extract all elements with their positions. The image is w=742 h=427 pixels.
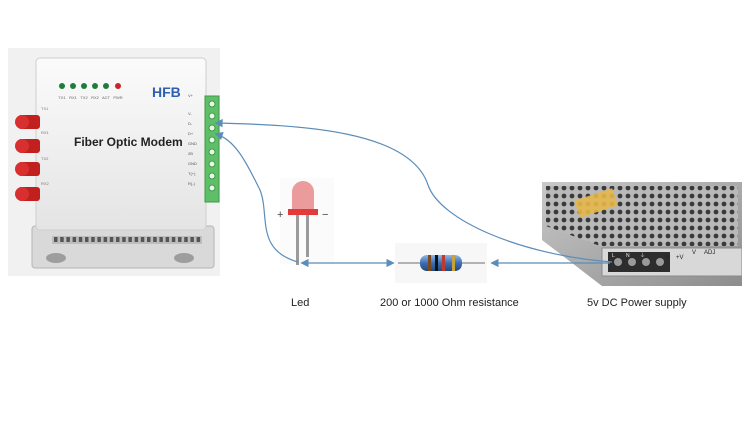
vent-slot	[134, 237, 139, 242]
port-label-tx2: TX2	[41, 156, 49, 161]
power-supply: L N ⏚ -V +V V ADJ	[542, 182, 742, 286]
terminal-label-d-plus: D+	[188, 131, 194, 136]
resistor-component	[395, 243, 487, 283]
modem-title: Fiber Optic Modem	[74, 135, 183, 149]
vent-slot	[190, 237, 194, 242]
psu-label-plus-v: +V	[676, 255, 684, 261]
terminal-label-2b: 2B	[188, 151, 193, 156]
led-label-pwr: PWR	[113, 95, 122, 100]
led-label-tx1: TX1	[58, 95, 66, 100]
vent-slot	[78, 237, 83, 242]
vent-slot	[60, 237, 64, 242]
wire-psu-to-modem-minus	[214, 118, 613, 263]
vent-slot	[85, 237, 89, 242]
vent-slot	[116, 237, 120, 242]
wire-led-to-modem-plus	[214, 132, 299, 263]
vent-slot	[178, 237, 182, 242]
vent-slot	[159, 237, 163, 242]
fiber-optic-modem: TX1 RX1 TX2 RX2 ACT PWR HFB Fiber Optic …	[8, 48, 220, 276]
psu-label-l: L	[612, 253, 615, 259]
caption-power-supply: 5v DC Power supply	[587, 297, 687, 309]
vent-slot	[140, 237, 145, 242]
terminal-label-gnd: GND	[188, 141, 197, 146]
psu-label-n: N	[626, 253, 630, 259]
terminal-label-r-minus: R(-)	[188, 181, 196, 186]
vent-slot	[91, 237, 95, 242]
led-minus-sign: −	[322, 209, 328, 221]
vent-slot	[165, 237, 170, 242]
psu-label-v: V	[692, 250, 696, 256]
port-label-rx2: RX2	[41, 181, 50, 186]
vent-slot	[54, 237, 58, 242]
caption-led: Led	[291, 297, 310, 309]
vent-slot	[171, 237, 176, 242]
vent-slot	[196, 237, 201, 242]
terminal-label-gnd-2: GND	[188, 161, 197, 166]
led-label-rx1: RX1	[69, 95, 78, 100]
vent-slot	[66, 237, 70, 242]
vent-slot	[128, 237, 132, 242]
vent-slot	[122, 237, 126, 242]
psu-label-adj: ADJ	[704, 250, 715, 256]
led-plus-sign: +	[277, 209, 283, 221]
vent-slot	[184, 237, 188, 242]
psu-label-minus-v: -V	[664, 255, 670, 261]
terminal-label-v-plus: V+	[188, 93, 194, 98]
psu-label-ground: ⏚	[640, 252, 645, 259]
terminal-label-t-plus: T(+)	[188, 171, 196, 176]
led-label-tx2: TX2	[80, 95, 88, 100]
terminal-label-v-minus: V-	[188, 111, 192, 116]
wiring	[214, 118, 613, 268]
vent-slot	[147, 237, 151, 242]
led-label-rx2: RX2	[91, 95, 100, 100]
fiber-ports	[15, 115, 40, 201]
terminal-block	[204, 95, 220, 203]
vent-slot	[153, 237, 157, 242]
vent-slot	[103, 237, 108, 242]
caption-resistor: 200 or 1000 Ohm resistance	[380, 297, 519, 309]
vent-slot	[72, 237, 77, 242]
vent-slot	[97, 237, 101, 242]
port-label-rx1: RX1	[41, 130, 50, 135]
led-component: + −	[277, 178, 334, 265]
vent-slots	[54, 237, 201, 242]
port-label-tx1: TX1	[41, 106, 49, 111]
terminal-label-d-minus: D-	[188, 121, 193, 126]
modem-brand: HFB	[152, 84, 181, 100]
led-label-act: ACT	[102, 95, 111, 100]
vent-slot	[109, 237, 114, 242]
